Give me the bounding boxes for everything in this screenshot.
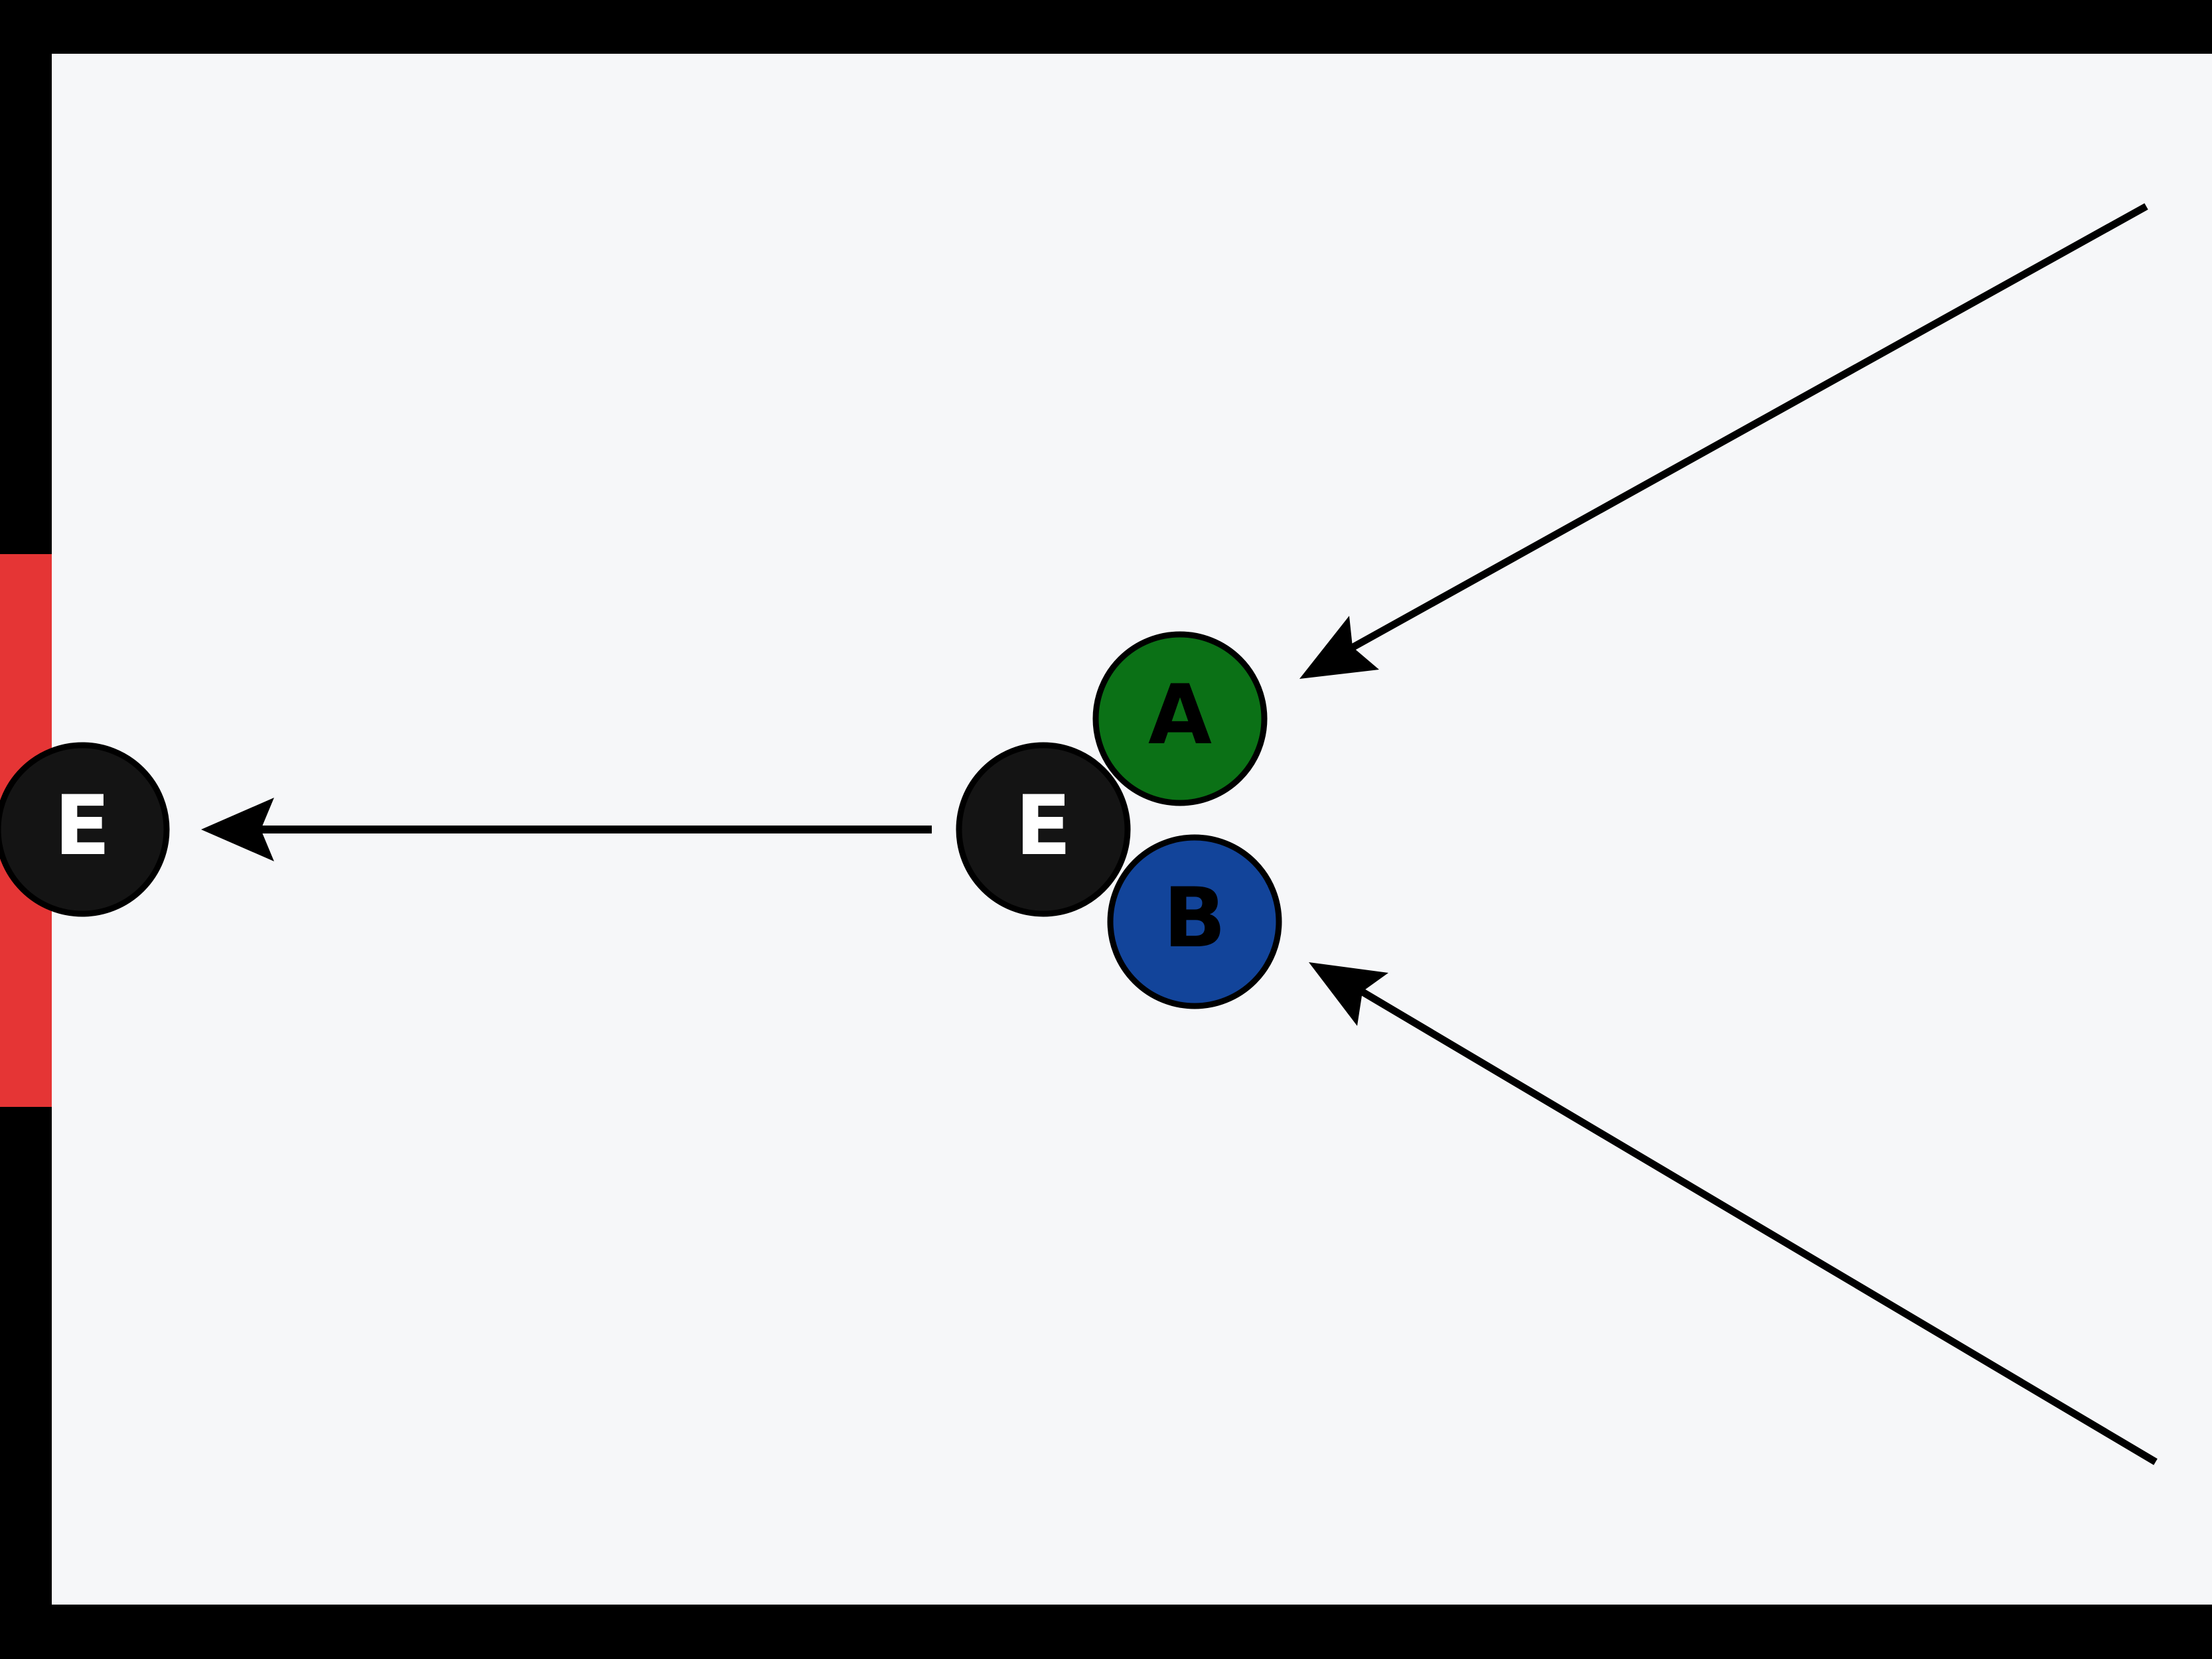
ball-a-label: A [1148,668,1212,763]
arrow-to-b [1309,962,2158,1465]
arrow-e-to-goal-head [201,798,274,861]
ball-b: B [1107,834,1282,1009]
ball-e-left: E [0,742,170,917]
ball-b-label: B [1163,871,1226,966]
arrow-e-to-goal [201,798,932,861]
ball-a: A [1092,631,1268,806]
arrow-to-a-shaft [1345,203,2148,654]
ball-e-center-circle [956,742,1131,917]
ball-a-circle [1092,631,1268,806]
arrow-to-a [1299,203,2148,679]
ball-e-center-label: E [1015,778,1072,874]
ball-b-circle [1107,834,1282,1009]
arrow-to-a-head [1299,616,1379,679]
ball-e-center: E [956,742,1131,917]
arrow-to-b-head [1309,962,1388,1026]
arrow-to-b-shaft [1359,987,2158,1465]
ball-e-left-circle [0,742,170,917]
ball-e-left-label: E [54,778,111,874]
